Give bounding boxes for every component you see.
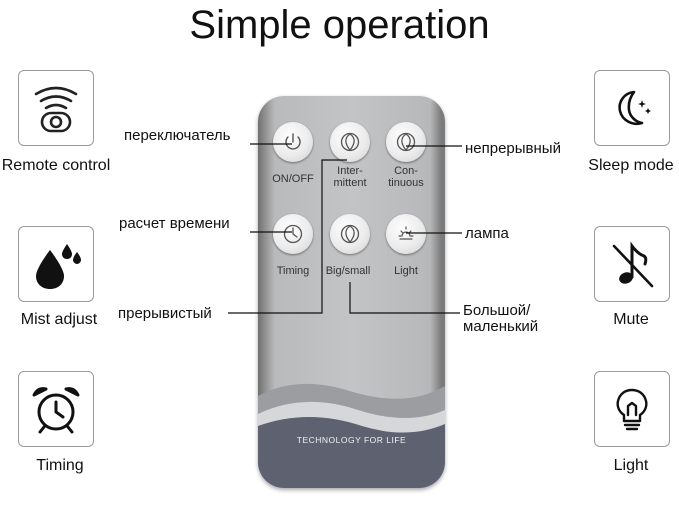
light-feature xyxy=(594,371,670,447)
swirl-icon xyxy=(340,224,360,244)
moon-stars-icon xyxy=(618,90,651,126)
intermittent-button[interactable] xyxy=(330,122,370,162)
on-off-label: ON/OFF xyxy=(272,173,314,185)
timing-button[interactable] xyxy=(273,214,313,254)
remote-control-feature xyxy=(18,70,94,146)
sleep-mode-feature xyxy=(594,70,670,146)
callout-lamp: лампа xyxy=(465,225,509,242)
water-drops-icon xyxy=(36,244,81,289)
swirl-icon xyxy=(396,132,416,152)
wifi-signal-icon xyxy=(34,86,78,133)
light-button[interactable] xyxy=(386,214,426,254)
light-bulb-icon xyxy=(616,388,648,431)
timing-label-remote: Timing xyxy=(276,265,310,277)
big-small-label: Big/small xyxy=(325,265,371,277)
remote-control-label: Remote control xyxy=(1,157,111,174)
callout-switch: переключатель xyxy=(124,127,231,144)
callout-big-small-line2: маленький xyxy=(463,318,539,335)
remote-control: ON/OFF Inter- mittent Con- tinuous xyxy=(258,96,445,488)
mist-adjust-feature xyxy=(18,226,94,302)
sun-icon xyxy=(398,226,414,240)
page-title: Simple operation xyxy=(189,3,490,47)
callout-continuous: непрерывный xyxy=(465,140,561,157)
alarm-clock-icon xyxy=(32,387,80,434)
muted-note-icon xyxy=(612,241,654,288)
mute-label: Mute xyxy=(613,311,649,328)
mist-adjust-label: Mist adjust xyxy=(20,311,98,328)
on-off-button[interactable] xyxy=(273,122,313,162)
brand-slogan: TECHNOLOGY FOR LIFE xyxy=(296,435,407,445)
callout-timer: расчет времени xyxy=(119,215,230,232)
power-icon xyxy=(285,133,301,150)
continuous-button[interactable] xyxy=(386,122,426,162)
callout-big-small-line1: Большой/ xyxy=(463,302,531,319)
sleep-mode-label: Sleep mode xyxy=(588,157,674,174)
mute-feature xyxy=(594,226,670,302)
callout-intermittent: прерывистый xyxy=(118,305,212,322)
continuous-label: Con- tinuous xyxy=(388,165,424,189)
swirl-icon xyxy=(340,132,360,152)
clock-icon xyxy=(283,224,303,244)
light-label: Light xyxy=(613,457,649,474)
timing-feature xyxy=(18,371,94,447)
big-small-button[interactable] xyxy=(330,214,370,254)
intermittent-label: Inter- mittent xyxy=(333,165,367,189)
timing-label: Timing xyxy=(36,457,84,474)
light-label-remote: Light xyxy=(394,265,418,277)
remote-bottom-panel xyxy=(258,383,445,488)
